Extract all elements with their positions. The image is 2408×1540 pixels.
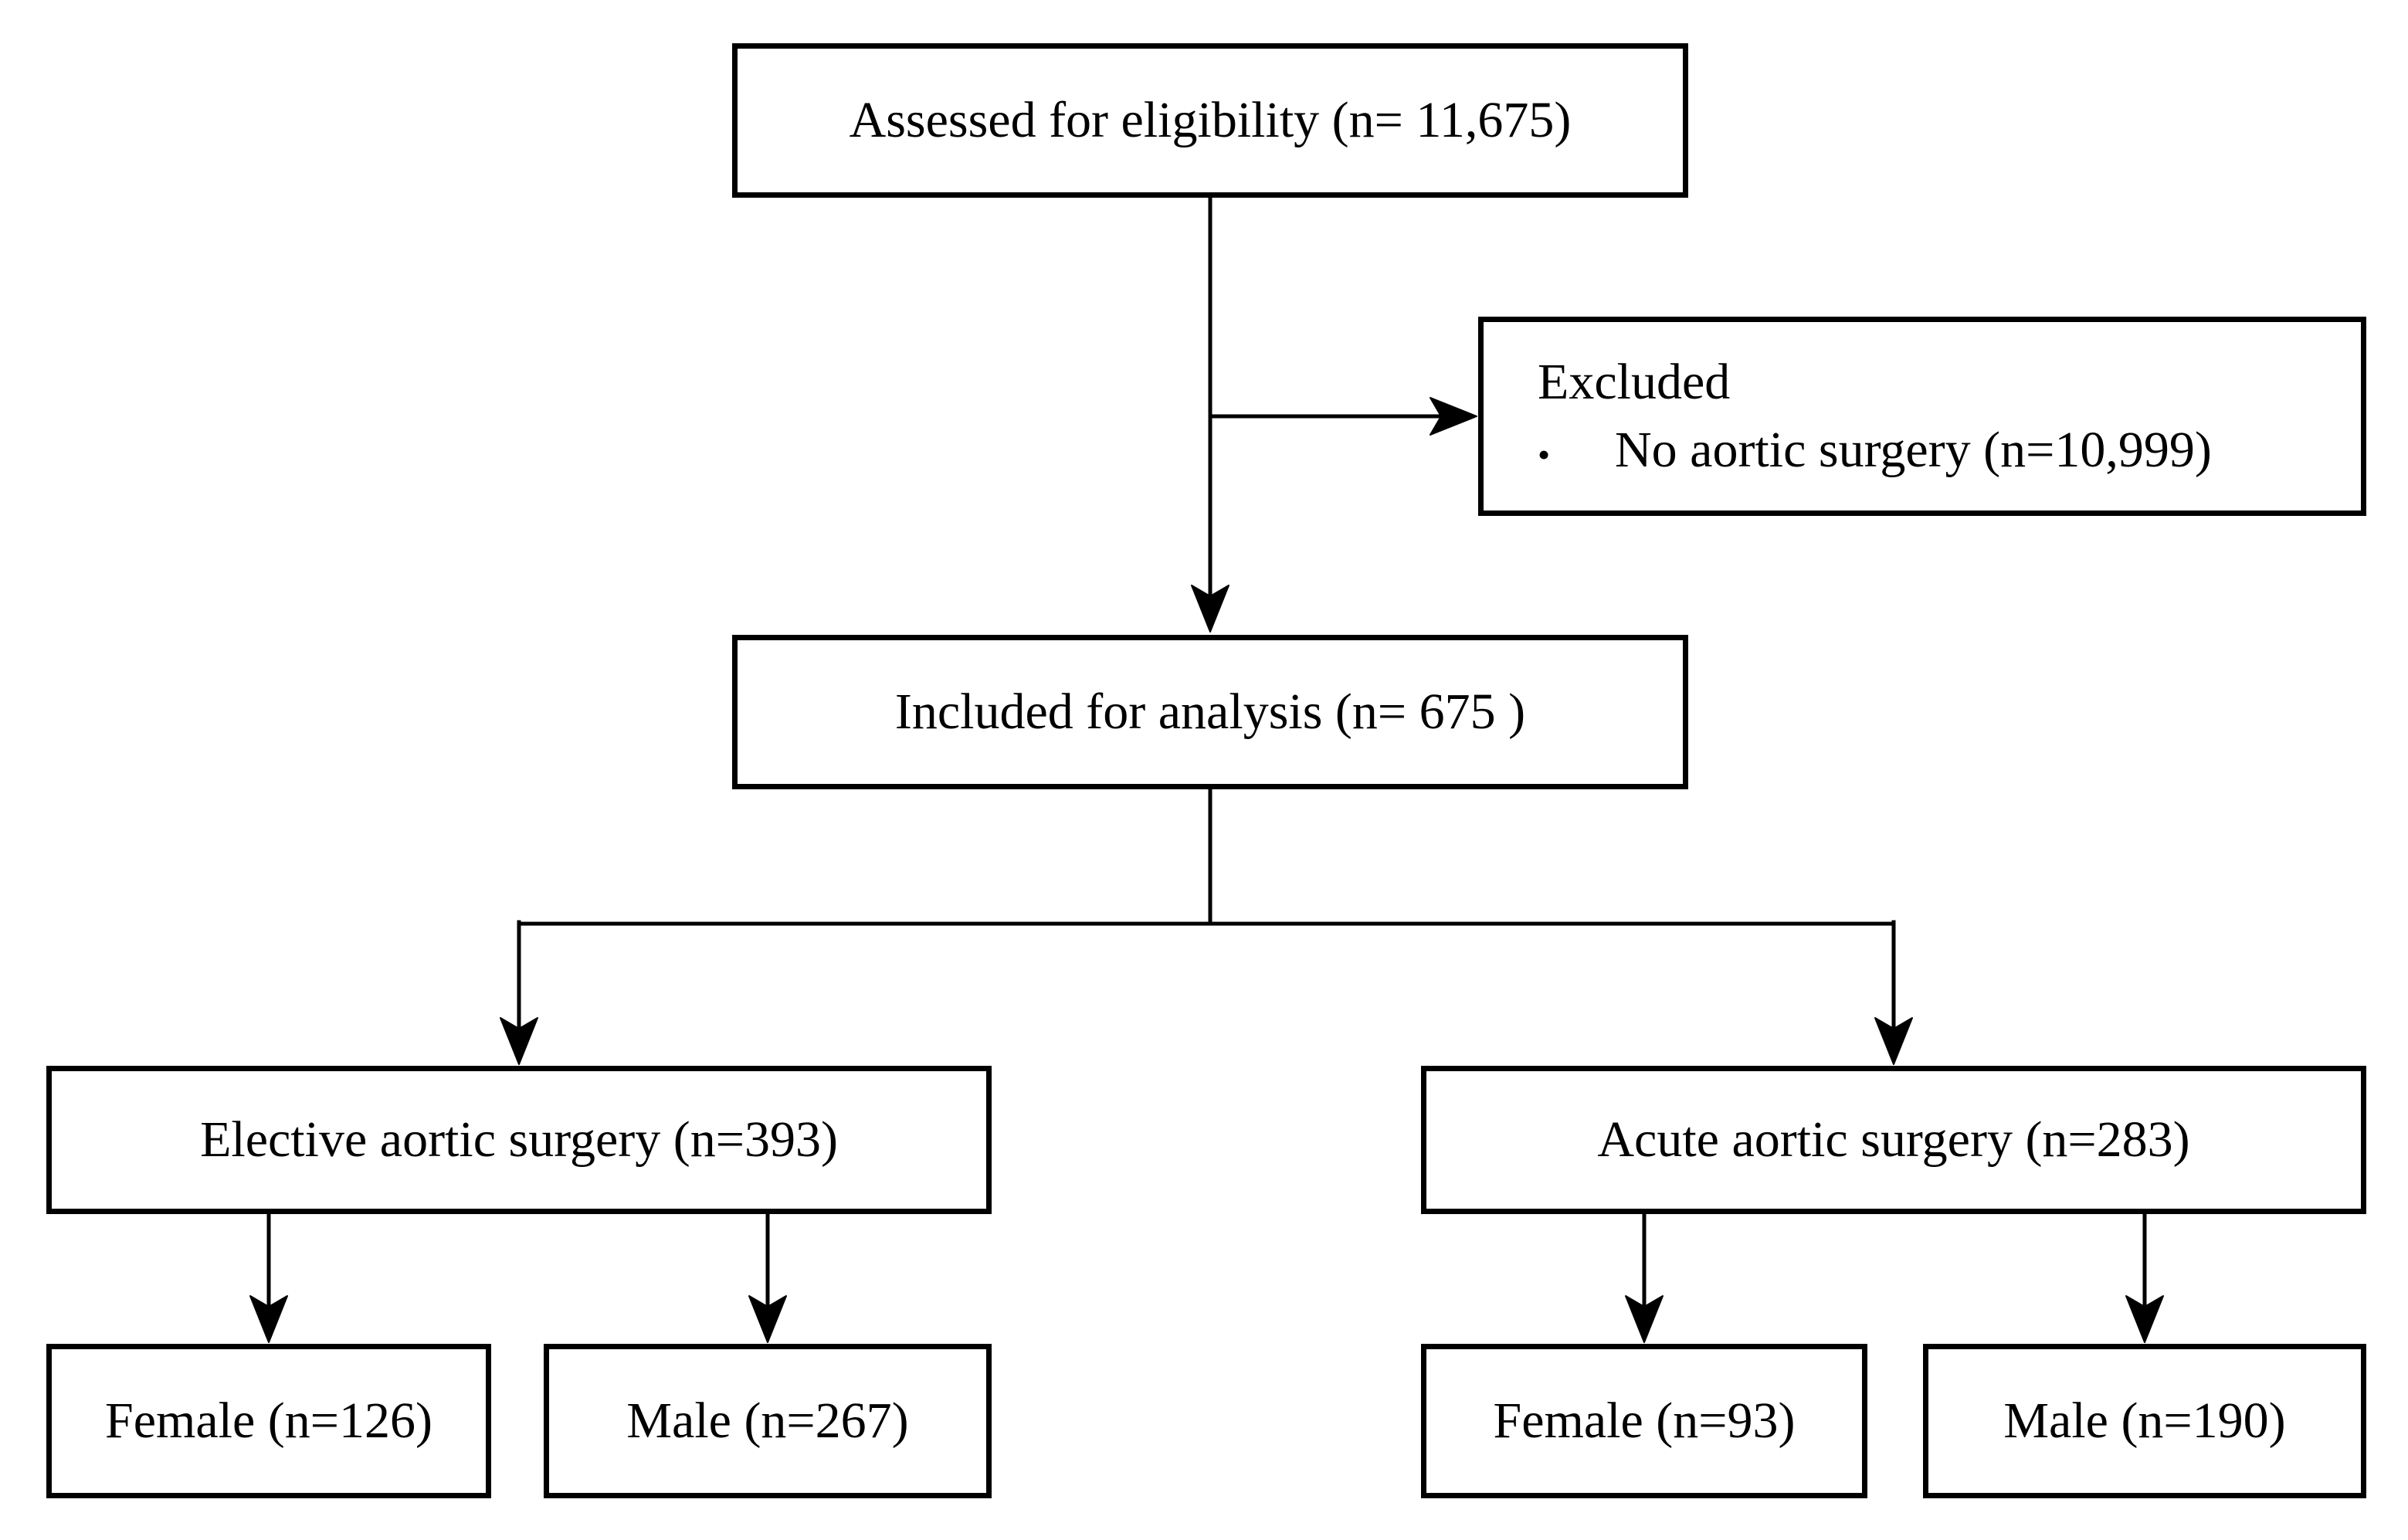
arrowhead-into-excluded <box>1430 397 1477 436</box>
arrowhead-into-elective-female <box>249 1295 288 1343</box>
arrowhead-into-elective <box>500 1017 538 1065</box>
node-elective-label: Elective aortic surgery (n=393) <box>200 1111 838 1169</box>
node-elective-female-label: Female (n=126) <box>105 1392 432 1450</box>
arrowhead-into-acute-female <box>1625 1295 1664 1343</box>
node-acute-aortic-surgery: Acute aortic surgery (n=283) <box>1421 1066 2366 1214</box>
arrowhead-into-acute-male <box>2125 1295 2164 1343</box>
node-elective-aortic-surgery: Elective aortic surgery (n=393) <box>46 1066 992 1214</box>
bullet-icon: • <box>1538 435 1551 474</box>
node-included-for-analysis: Included for analysis (n= 675 ) <box>732 635 1688 789</box>
node-assessed-for-eligibility: Assessed for eligibility (n= 11,675) <box>732 43 1688 198</box>
node-excluded: Excluded • No aortic surgery (n=10,999) <box>1478 317 2366 516</box>
node-acute-female: Female (n=93) <box>1421 1344 1867 1498</box>
node-elective-male-label: Male (n=267) <box>626 1392 909 1450</box>
excluded-list-item: • No aortic surgery (n=10,999) <box>1538 421 2345 480</box>
node-elective-male: Male (n=267) <box>544 1344 992 1498</box>
node-elective-female: Female (n=126) <box>46 1344 491 1498</box>
node-acute-male-label: Male (n=190) <box>2003 1392 2286 1450</box>
excluded-item-label: No aortic surgery (n=10,999) <box>1615 422 2212 478</box>
node-assessed-label: Assessed for eligibility (n= 11,675) <box>849 92 1572 149</box>
node-included-label: Included for analysis (n= 675 ) <box>894 684 1526 741</box>
arrowhead-into-acute <box>1874 1017 1913 1065</box>
excluded-title: Excluded <box>1538 354 1731 411</box>
node-acute-female-label: Female (n=93) <box>1493 1392 1796 1450</box>
arrowhead-into-included <box>1191 585 1229 633</box>
node-acute-label: Acute aortic surgery (n=283) <box>1597 1111 2190 1169</box>
arrowhead-into-elective-male <box>748 1295 787 1343</box>
node-acute-male: Male (n=190) <box>1923 1344 2366 1498</box>
excluded-content: Excluded • No aortic surgery (n=10,999) <box>1484 353 2361 480</box>
